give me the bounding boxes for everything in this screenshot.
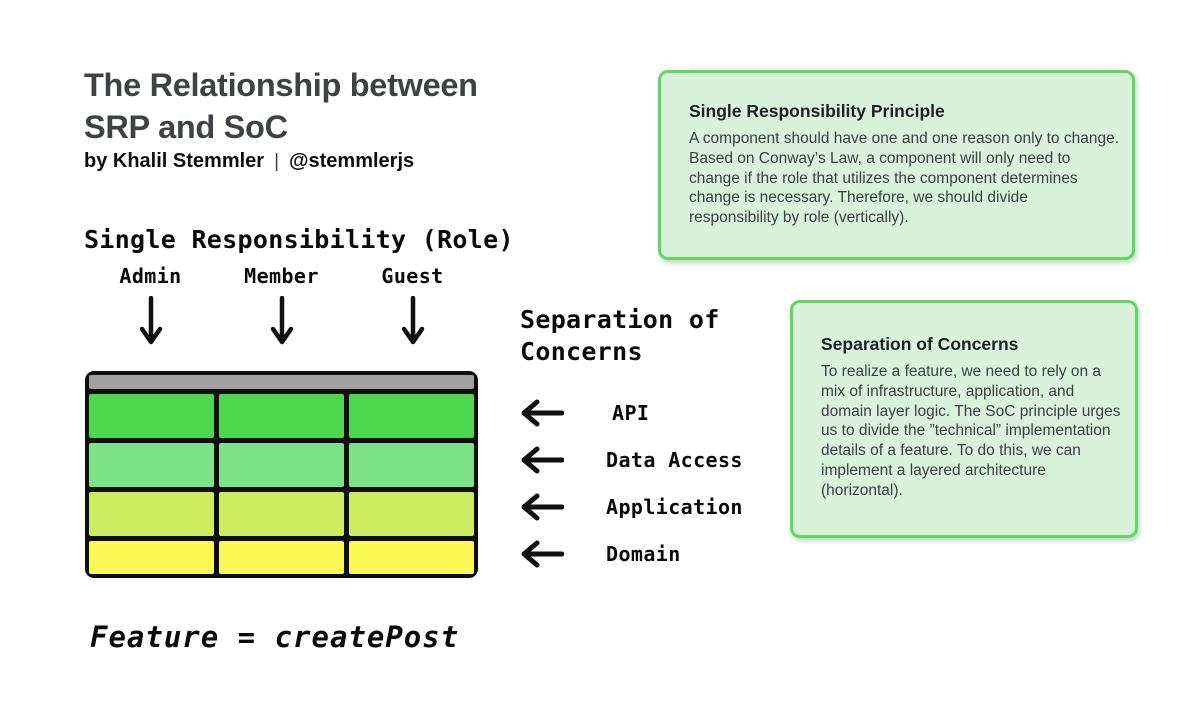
down-arrow-icon xyxy=(401,296,424,345)
table-cell xyxy=(219,541,344,574)
left-arrow-icon xyxy=(521,399,564,426)
table-cell xyxy=(219,443,344,487)
soc-layers-list: API Data Access Application Domain xyxy=(520,389,743,577)
role-column-member: Member xyxy=(216,264,347,346)
table-cell xyxy=(219,492,344,536)
left-arrow-icon xyxy=(521,540,564,567)
layer-label: API xyxy=(612,400,650,425)
byline-author: by Khalil Stemmler xyxy=(84,150,265,172)
role-label: Member xyxy=(244,264,319,288)
table-cell xyxy=(89,443,214,487)
table-cell xyxy=(349,541,474,574)
left-arrow-icon xyxy=(521,446,564,473)
table-cell xyxy=(89,541,214,574)
table-cell xyxy=(89,492,214,536)
card-single-responsibility-principle: Single Responsibility Principle A compon… xyxy=(658,70,1135,260)
role-label: Admin xyxy=(119,264,182,288)
down-arrow-icon xyxy=(270,296,293,345)
card-title: Single Responsibility Principle xyxy=(689,101,945,121)
layer-label: Domain xyxy=(606,541,681,566)
role-column-guest: Guest xyxy=(347,264,478,346)
table-header-row xyxy=(89,375,474,389)
roles-grid: Admin Member Guest xyxy=(85,264,478,346)
byline-separator: | xyxy=(274,150,279,172)
down-arrow-icon xyxy=(139,296,162,345)
table-cell xyxy=(349,492,474,536)
byline-handle: @stemmlerjs xyxy=(289,150,415,172)
soc-heading-line2: Concerns xyxy=(520,337,643,366)
layer-row-api: API xyxy=(520,389,743,436)
table-row-data-access xyxy=(89,443,474,487)
role-label: Guest xyxy=(381,264,444,288)
layer-label: Application xyxy=(606,494,743,519)
layer-row-domain: Domain xyxy=(520,530,743,577)
layer-row-data-access: Data Access xyxy=(520,436,743,483)
layer-row-application: Application xyxy=(520,483,743,530)
left-arrow-icon xyxy=(521,493,564,520)
table-row-domain xyxy=(89,541,474,574)
card-body: A component should have one and one reas… xyxy=(689,130,1120,227)
page-title: The Relationship between SRP and SoC xyxy=(84,67,478,145)
soc-heading-line1: Separation of xyxy=(520,305,720,334)
table-cell xyxy=(219,394,344,438)
feature-caption: Feature = createPost xyxy=(90,620,460,654)
role-column-admin: Admin xyxy=(85,264,216,346)
table-row-api xyxy=(89,394,474,438)
table-cell xyxy=(349,443,474,487)
soc-heading: Separation of Concerns xyxy=(520,304,720,368)
srp-heading: Single Responsibility (Role) xyxy=(84,225,514,254)
card-title: Separation of Concerns xyxy=(821,334,1019,354)
byline: by Khalil Stemmler | @stemmlerjs xyxy=(84,150,414,173)
layered-architecture-table xyxy=(85,371,478,578)
card-body: To realize a feature, we need to rely on… xyxy=(821,363,1121,499)
layer-label: Data Access xyxy=(606,447,743,472)
table-cell xyxy=(89,394,214,438)
card-separation-of-concerns: Separation of Concerns To realize a feat… xyxy=(790,300,1138,538)
table-row-application xyxy=(89,492,474,536)
table-cell xyxy=(349,394,474,438)
